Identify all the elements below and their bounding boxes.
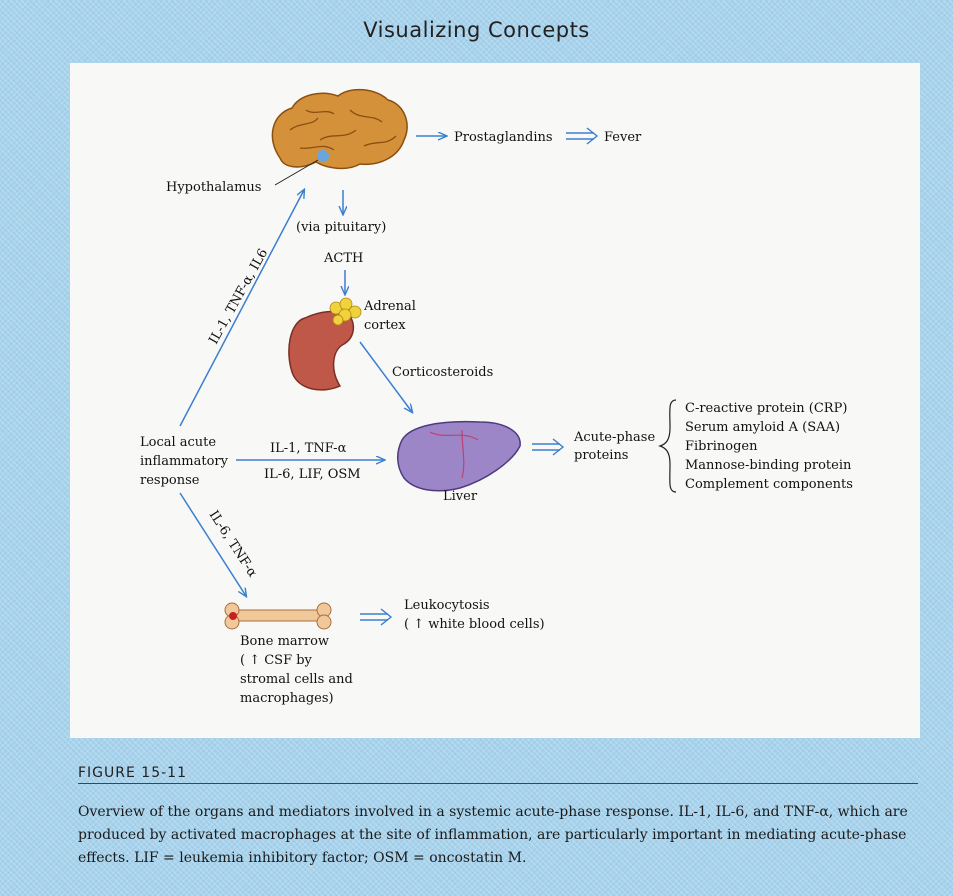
adrenal-label-line1: Adrenal (363, 299, 416, 314)
liver-label: Liver (443, 489, 478, 504)
arrow-adrenal-to-liver (359, 341, 412, 412)
double-arrow-to-leukocytosis (360, 608, 393, 626)
caption-divider (78, 783, 918, 784)
acute-phase-line2: proteins (574, 448, 628, 463)
bone-marrow-line4: macrophages) (240, 691, 334, 706)
mediators-to-brain-label: IL-1, TNF-α, IL6 (206, 246, 271, 347)
local-response-line3: response (140, 473, 200, 488)
fever-label: Fever (604, 130, 642, 145)
figure-panel (70, 63, 920, 738)
arrow-local-to-brain (179, 190, 304, 427)
prostaglandins-label: Prostaglandins (454, 130, 553, 145)
bone-icon (224, 602, 332, 630)
kidney-icon (288, 310, 355, 391)
bone-marrow-line3: stromal cells and (240, 672, 353, 687)
local-response-line1: Local acute (140, 435, 216, 450)
hypothalamus-leader (274, 159, 319, 186)
figure-caption: Overview of the organs and mediators inv… (78, 804, 908, 866)
mediators-to-liver-bottom: IL-6, LIF, OSM (264, 467, 361, 482)
protein-item: C-reactive protein (CRP) (685, 401, 847, 416)
double-arrow-to-acute-phase (532, 438, 565, 456)
liver-icon (397, 420, 521, 492)
protein-item: Serum amyloid A (SAA) (685, 420, 840, 435)
mediators-to-marrow-label: IL-6, TNF-α (206, 508, 260, 580)
arrows (179, 127, 599, 626)
protein-brace (658, 399, 677, 493)
bone-marrow-line2: ( ↑ CSF by (240, 653, 313, 668)
acute-phase-line1: Acute-phase (573, 430, 655, 445)
protein-item: Complement components (685, 477, 853, 492)
via-pituitary-label: (via pituitary) (296, 220, 386, 235)
figure-label: FIGURE 15-11 (78, 765, 187, 781)
arrow-local-to-marrow (179, 492, 246, 596)
corticosteroids-label: Corticosteroids (392, 365, 493, 380)
brain-icon (271, 88, 408, 170)
mediators-to-liver-top: IL-1, TNF-α (270, 441, 347, 456)
adrenal-gland-icon (329, 297, 362, 326)
acth-label: ACTH (323, 251, 363, 266)
hypothalamus-label: Hypothalamus (166, 180, 261, 195)
double-arrow-to-fever (566, 127, 599, 145)
local-response-line2: inflammatory (140, 454, 229, 469)
protein-item: Fibrinogen (685, 439, 758, 454)
page-title: Visualizing Concepts (363, 18, 590, 42)
adrenal-label-line2: cortex (364, 318, 406, 333)
leukocytosis-line2: ( ↑ white blood cells) (404, 617, 545, 632)
leukocytosis-line1: Leukocytosis (404, 598, 490, 613)
bone-marrow-line1: Bone marrow (240, 634, 329, 649)
protein-item: Mannose-binding protein (685, 458, 852, 473)
